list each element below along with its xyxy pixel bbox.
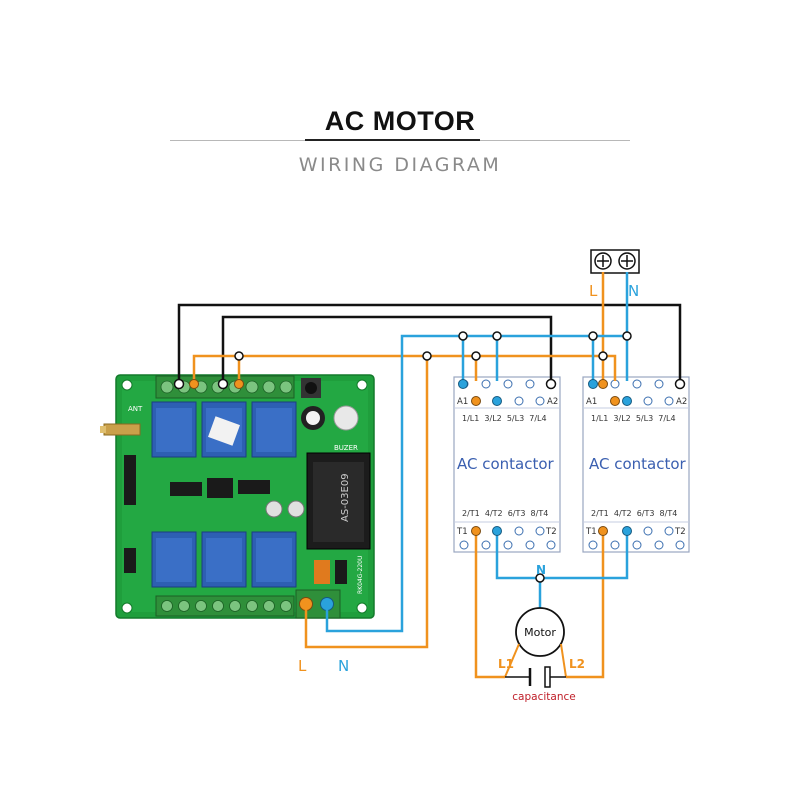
relay-lower-3 (251, 531, 297, 588)
relay-upper-2 (201, 401, 247, 458)
contactor-right-a1: A1 (586, 397, 597, 407)
capacitor-icon (505, 666, 566, 688)
contactor-right-top-poles: 1/L1 3/L2 5/L3 7/L4 (591, 414, 676, 423)
motor-l2-label: L2 (569, 657, 585, 671)
contactor-right-name: AC contactor (589, 455, 687, 473)
contactor-left: A1 A2 1/L1 3/L2 5/L3 7/L4 2/T1 4/T2 6/T3… (453, 376, 561, 553)
page-subtitle: WIRING DIAGRAM (298, 154, 502, 176)
antenna-label: ANT (128, 405, 143, 413)
relay-lower-1 (151, 531, 197, 588)
contactor-right-a2: A2 (676, 397, 687, 407)
neutral-wires (325, 272, 629, 633)
power-neutral-label: N (628, 282, 639, 300)
contactor-right: A1 A2 1/L1 3/L2 5/L3 7/L4 2/T1 4/T2 6/T3… (582, 376, 690, 553)
relay-upper-3 (251, 401, 297, 458)
live-endpoints (189, 379, 620, 536)
buzzer-label: BUZER (334, 444, 358, 452)
title-rule-right (480, 140, 630, 141)
contactor-left-name: AC contactor (457, 455, 555, 473)
contactor-left-t2: T2 (545, 527, 557, 537)
contactor-left-bottom-poles: 2/T1 4/T2 6/T3 8/T4 (462, 509, 548, 518)
supply-neutral-label: N (338, 657, 349, 675)
power-live-label: L (589, 282, 598, 300)
relay-upper-1 (151, 401, 197, 458)
power-terminal (590, 249, 640, 274)
contactor-right-t1: T1 (585, 527, 597, 537)
capacitor-label: capacitance (512, 691, 575, 703)
supply-live-label: L (298, 657, 307, 675)
motor-neutral-label: N (536, 563, 546, 577)
title-rule-left (170, 140, 305, 141)
terminal-endpoints (173, 378, 686, 390)
contactor-right-t2: T2 (674, 527, 686, 537)
contactor-left-top-poles: 1/L1 3/L2 5/L3 7/L4 (462, 414, 547, 423)
power-relay-text: AS-03E09 (340, 473, 351, 522)
contactor-left-a2: A2 (547, 397, 558, 407)
motor: Motor (504, 607, 567, 678)
relay-lower-2 (201, 531, 247, 588)
junction-dots (234, 331, 632, 583)
title-rule-center (305, 139, 480, 141)
live-wires (192, 272, 617, 679)
neutral-endpoints (458, 379, 632, 536)
relay-board: ANT BUZER AS-03E09 (100, 374, 375, 619)
contactor-left-t1: T1 (456, 527, 468, 537)
contactor-right-bottom-poles: 2/T1 4/T2 6/T3 8/T4 (591, 509, 677, 518)
model-text: RK04G-220U (357, 556, 364, 594)
page-title: AC MOTOR (324, 106, 476, 136)
control-wires (177, 303, 682, 383)
motor-label: Motor (524, 626, 556, 639)
motor-l1-label: L1 (498, 657, 514, 671)
contactor-left-a1: A1 (457, 397, 468, 407)
